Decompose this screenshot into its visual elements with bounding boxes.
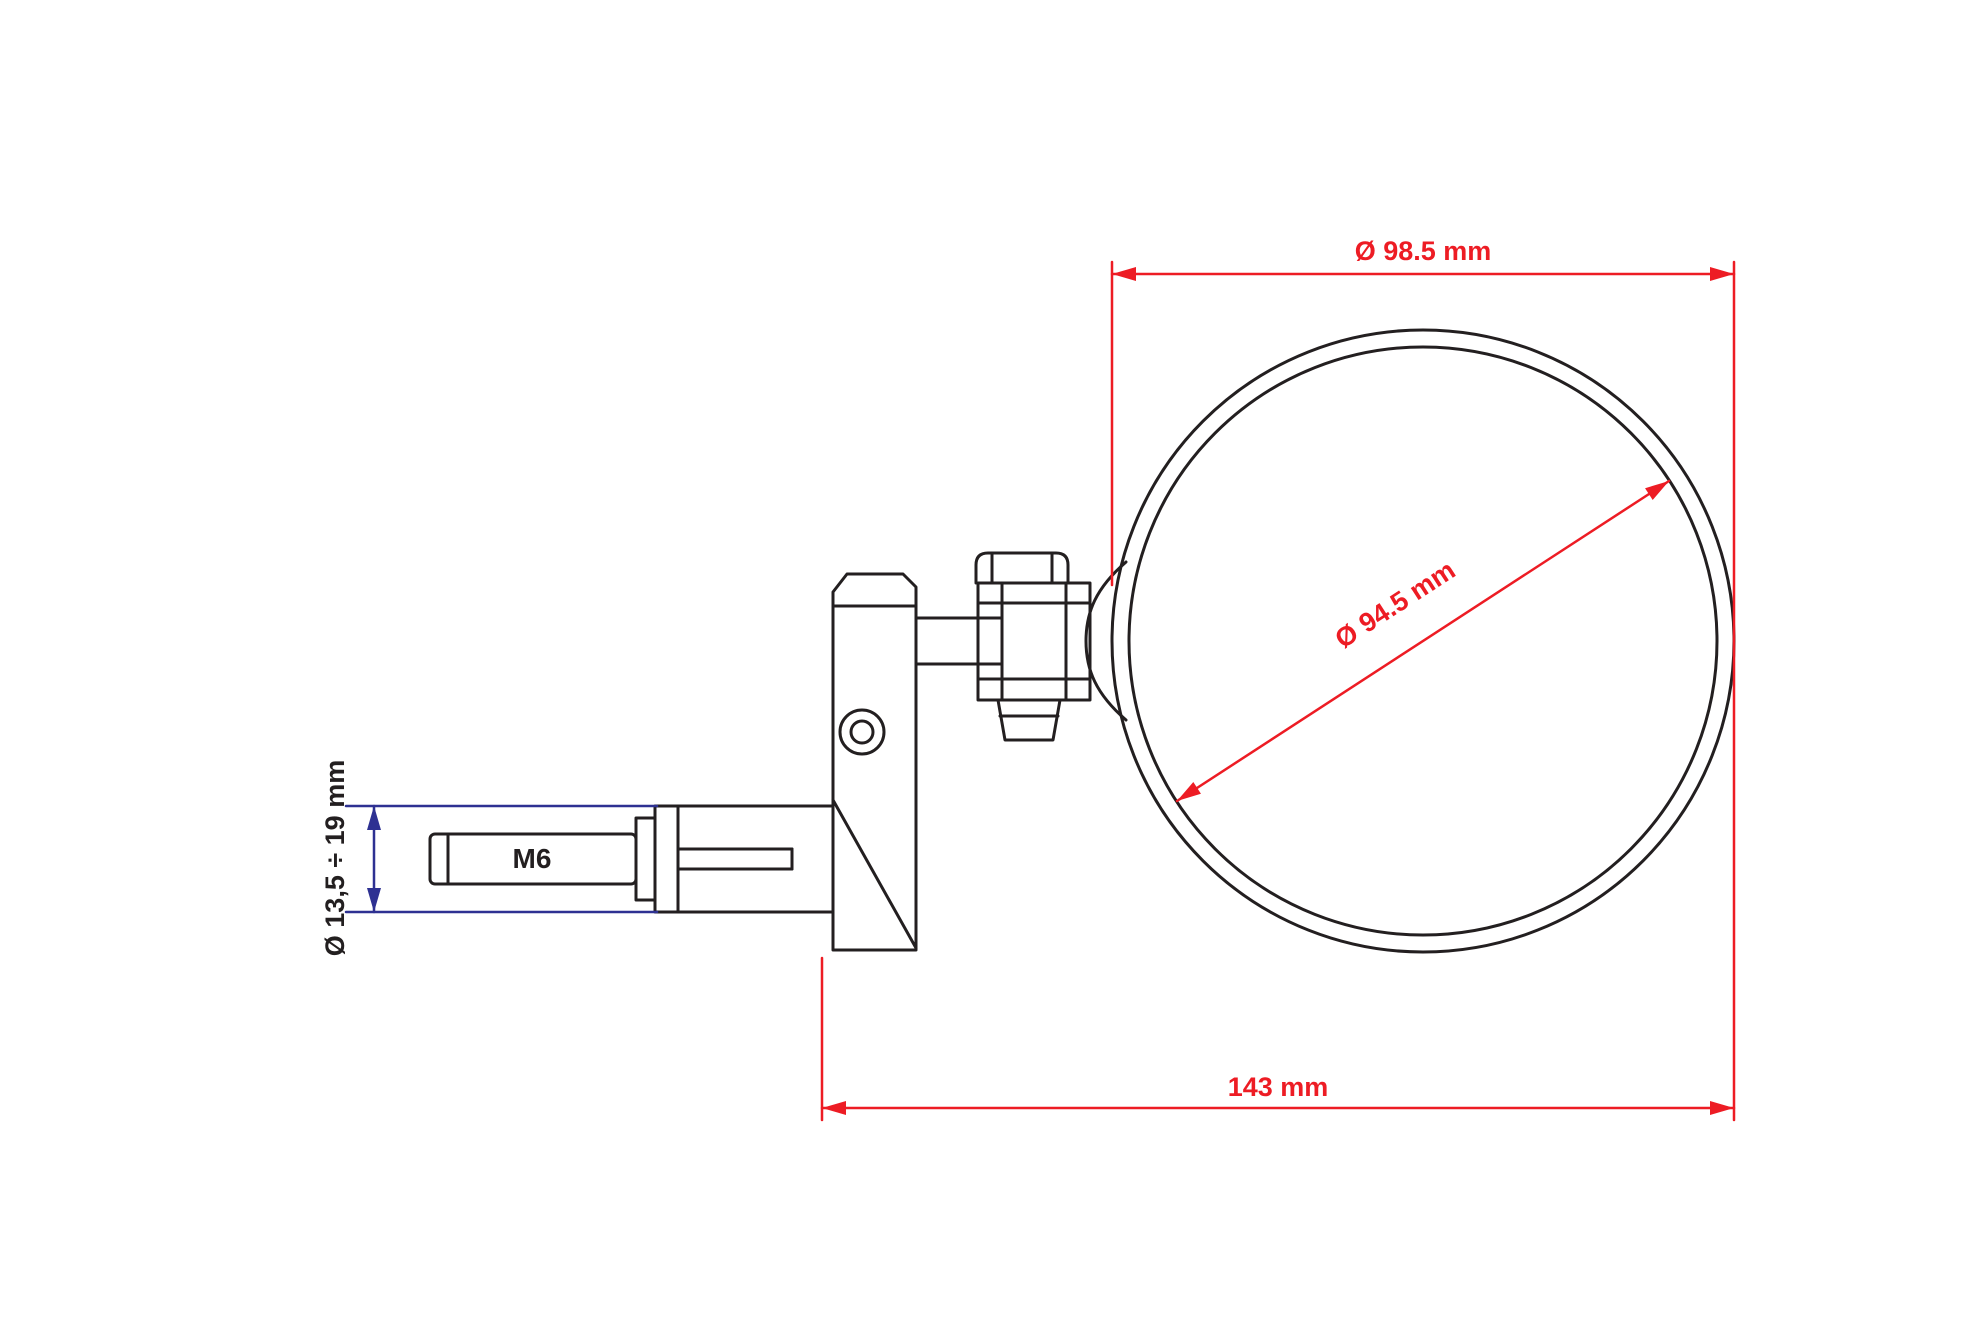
hinge-top-bolt bbox=[974, 551, 1070, 585]
arrow-length-left bbox=[822, 1101, 846, 1115]
blue-dimension-arrows bbox=[367, 806, 381, 912]
arrow-clamp-top bbox=[367, 806, 381, 830]
label-outer-diameter: Ø 98.5 mm bbox=[1355, 236, 1492, 266]
threaded-rod bbox=[428, 832, 638, 886]
clamp-body-chamfer-line bbox=[831, 798, 918, 950]
arrow-outer-right bbox=[1710, 267, 1734, 281]
washer bbox=[634, 816, 657, 902]
pivot-screw-head bbox=[838, 708, 886, 756]
expander-sleeve bbox=[653, 804, 835, 914]
clamp-body bbox=[831, 572, 918, 952]
arrow-length-right bbox=[1710, 1101, 1734, 1115]
red-dimension-lines bbox=[820, 260, 1736, 1122]
arrow-mirror-diameter-end bbox=[1645, 481, 1669, 500]
hinge-clevis bbox=[976, 581, 1092, 702]
hinge-nut bbox=[996, 698, 1062, 742]
dim-line-mirror-diameter bbox=[1175, 479, 1671, 803]
label-overall-length: 143 mm bbox=[1228, 1072, 1329, 1102]
blue-dimension-lines bbox=[344, 804, 659, 914]
arrow-mirror-diameter-start bbox=[1177, 782, 1201, 801]
label-mirror-diameter: Ø 94.5 mm bbox=[1330, 555, 1461, 655]
pivot-screw-socket bbox=[849, 719, 875, 745]
label-clamp-diameter-range: Ø 13,5 ÷ 19 mm bbox=[320, 760, 350, 956]
red-dimension-arrows bbox=[822, 267, 1734, 1115]
mirror-inner-circle bbox=[1127, 345, 1719, 937]
mirror-mount-boss bbox=[1084, 560, 1128, 722]
arrow-outer-left bbox=[1112, 267, 1136, 281]
arrow-clamp-bottom bbox=[367, 888, 381, 912]
part-outlines bbox=[428, 328, 1736, 954]
label-thread-size: M6 bbox=[513, 843, 552, 874]
